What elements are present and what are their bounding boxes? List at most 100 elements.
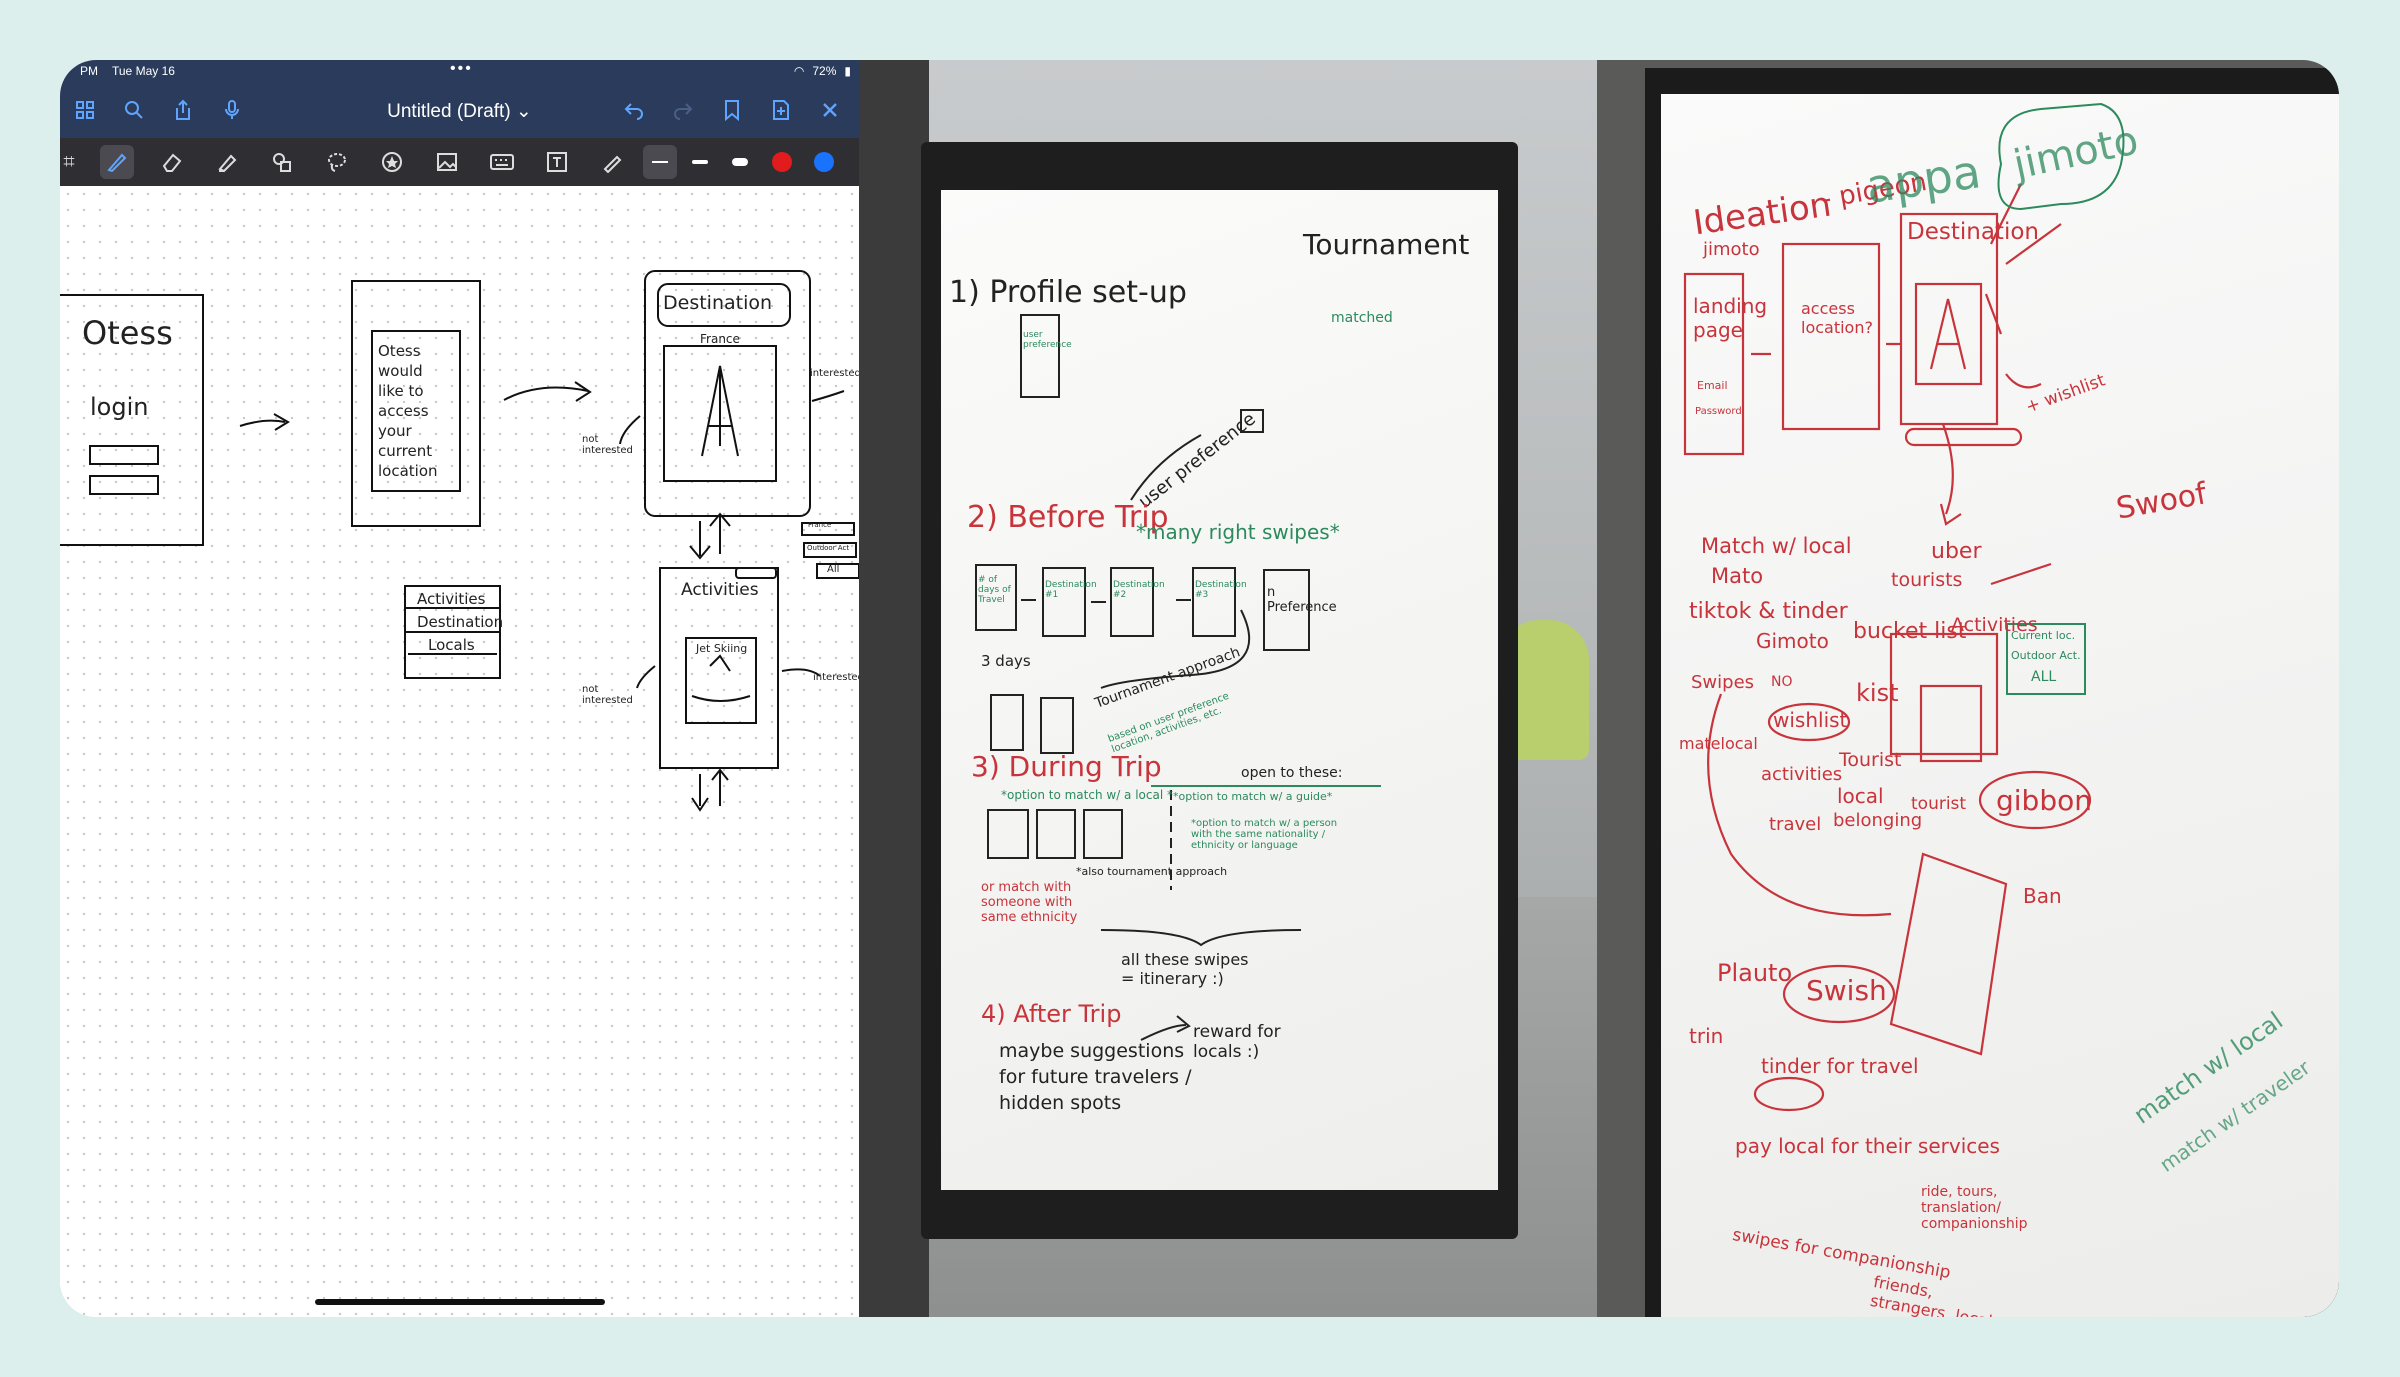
status-date: Tue May 16 (112, 64, 175, 78)
nav-bar: Untitled (Draft) ⌄ (60, 82, 859, 138)
stroke-thin-icon[interactable] (643, 145, 677, 179)
shapes-icon[interactable] (265, 145, 299, 179)
right-pay-local: pay local for their services (1735, 1134, 2000, 1158)
right-tinder-travel: tinder for travel (1761, 1054, 1919, 1078)
right-tiktok: tiktok & tinder (1689, 599, 1848, 624)
laser-icon[interactable] (595, 145, 629, 179)
multitask-dots[interactable]: ••• (450, 60, 473, 77)
sketch-login-label: login (90, 393, 149, 421)
right-destination: Destination (1907, 219, 2039, 245)
sketch-interested-label: interested (810, 368, 859, 379)
collage-frame: PM Tue May 16 ••• ◠ 72% ▮ (60, 60, 2339, 1317)
keyboard-icon[interactable] (485, 145, 519, 179)
home-indicator (315, 1299, 605, 1305)
sketch-menu-locals: Locals (428, 636, 475, 654)
right-landing: landing page (1693, 294, 1768, 342)
right-filter-1: Current loc. (2011, 629, 2076, 642)
note-canvas[interactable]: Otess login Otess would like to access y… (60, 186, 859, 1317)
right-matelocal: matelocal (1679, 734, 1758, 753)
sketch-drawing (60, 270, 859, 812)
star-icon[interactable] (375, 145, 409, 179)
color-blue-swatch[interactable] (807, 145, 841, 179)
right-activities: Activities (1951, 614, 2038, 636)
grid-icon[interactable] (68, 93, 102, 127)
stroke-thick-icon[interactable] (723, 145, 757, 179)
right-swipes: Swipes (1691, 672, 1755, 693)
mid-also-tournament: *also tournament approach (1076, 865, 1228, 878)
right-access: access location? (1801, 299, 1873, 337)
status-bar: PM Tue May 16 ••• ◠ 72% ▮ (60, 60, 859, 82)
mid-card-1: # of days of Travel (978, 575, 1011, 605)
mid-card-5: n Preference (1267, 585, 1337, 615)
close-icon[interactable] (813, 93, 847, 127)
right-swish: Swish (1806, 974, 1887, 1007)
right-kist: kist (1856, 679, 1899, 707)
color-red-swatch[interactable] (765, 145, 799, 179)
add-page-icon[interactable] (764, 93, 798, 127)
mid-reward: reward for locals :) (1193, 1022, 1281, 1062)
right-tourists: tourists (1891, 569, 1963, 591)
right-match-local: Match w/ local (1701, 534, 1852, 558)
doorway (859, 60, 929, 1317)
sketch-filter-2: Outdoor Act (807, 544, 850, 552)
right-ban: Ban (2023, 884, 2062, 908)
right-tourist: Tourist (1839, 749, 1902, 771)
right-travel: travel (1769, 814, 1822, 835)
right-ride: ride, tours, translation/ companionship (1921, 1184, 2028, 1232)
right-jimoto-small: jimoto (1703, 239, 1760, 260)
stroke-medium-icon[interactable] (683, 145, 717, 179)
drawing-toolbar: ⌗ (60, 138, 859, 186)
mid-option-guide: *option to match w/ a guide* (1173, 790, 1333, 803)
lasso-icon[interactable] (320, 145, 354, 179)
mid-section-2: 2) Before Trip (967, 500, 1169, 535)
undo-icon[interactable] (617, 93, 651, 127)
right-uber: uber (1931, 539, 1982, 564)
text-icon[interactable] (540, 145, 574, 179)
right-gimoto: Gimoto (1756, 629, 1829, 653)
document-title[interactable]: Untitled (Draft) ⌄ (387, 101, 532, 122)
search-icon[interactable] (117, 93, 151, 127)
right-tourist-2: tourist (1911, 794, 1967, 814)
right-no: NO (1771, 674, 1793, 690)
mid-section-4: 4) After Trip (981, 1000, 1122, 1028)
right-filter-2: Outdoor Act. (2011, 649, 2081, 662)
share-icon[interactable] (166, 93, 200, 127)
image-icon[interactable] (430, 145, 464, 179)
bookmark-icon[interactable] (715, 93, 749, 127)
sketch-filter-1: France (808, 521, 832, 529)
right-wishlist-2: wishlist (1773, 708, 1848, 732)
sketch-activities-title: Activities (681, 580, 759, 600)
eraser-icon[interactable] (155, 145, 189, 179)
mid-user-pref-card: user preference (1023, 330, 1072, 350)
status-time: PM (80, 64, 98, 78)
mid-section-1: 1) Profile set-up (949, 275, 1187, 310)
pen-icon[interactable] (100, 145, 134, 179)
microphone-icon[interactable] (215, 93, 249, 127)
sketch-not-interested-label: not interested (582, 434, 633, 456)
right-plauto: Plauto (1717, 959, 1793, 987)
lasso-crop-icon[interactable]: ⌗ (63, 150, 75, 173)
sketch-destination-title: Destination (663, 292, 773, 314)
mid-option-local: *option to match w/ a local * (1001, 788, 1174, 802)
mid-or-match: or match with someone with same ethnicit… (981, 880, 1078, 925)
mid-matched: matched (1331, 310, 1393, 326)
sketch-filter-3: All (827, 564, 840, 575)
highlighter-icon[interactable] (210, 145, 244, 179)
right-email: Email (1697, 379, 1728, 392)
whiteboard-right-drawing (1683, 102, 2125, 1112)
sketch-menu-destination: Destination (417, 613, 504, 631)
sketch-menu-activities: Activities (417, 590, 486, 608)
redo-icon[interactable] (666, 93, 700, 127)
right-filter-3: ALL (2031, 669, 2057, 685)
wifi-icon: ◠ (793, 64, 805, 78)
sketch-interested-label-2: interested (813, 672, 859, 683)
mid-three-days: 3 days (981, 652, 1031, 670)
mid-card-3: Destination #2 (1113, 580, 1165, 600)
sketch-france-label: France (700, 332, 740, 346)
right-local: local (1837, 784, 1884, 808)
whiteboard-middle-drawing (975, 314, 1381, 1041)
sketch-app-name: Otess (82, 314, 173, 352)
whiteboard-photo-right: Ideation - pigeon appa jimoto jimoto lan… (1597, 60, 2339, 1317)
right-belonging: belonging (1833, 810, 1923, 831)
right-activities-2: activities (1761, 764, 1843, 785)
